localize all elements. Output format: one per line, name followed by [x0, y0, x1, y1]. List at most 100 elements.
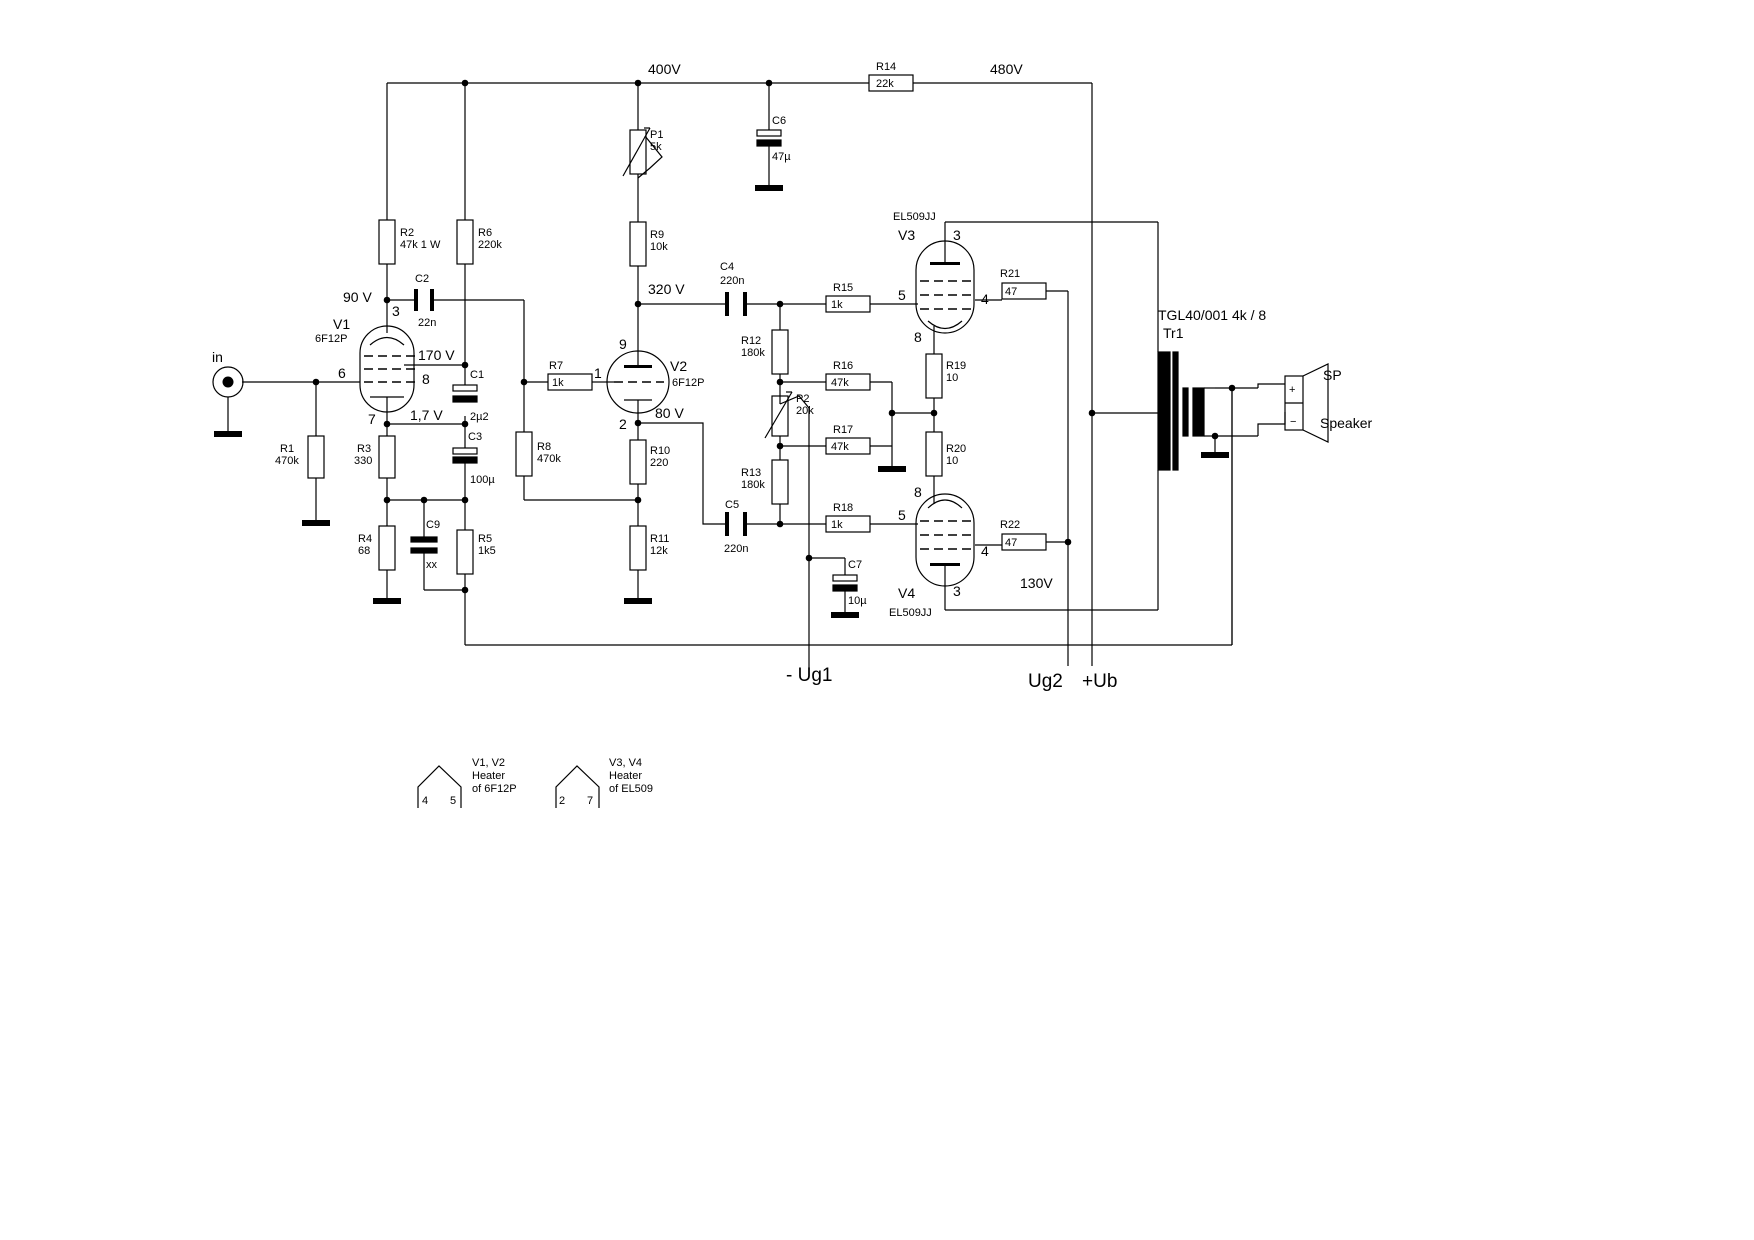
resistor-R8 [515, 431, 533, 477]
junctions [312, 79, 1236, 594]
resistor-value: 180k [741, 479, 765, 491]
resistor-ref: R14 [876, 61, 896, 73]
resistor-R10 [629, 439, 647, 485]
resistor-ref: R17 [833, 424, 853, 436]
capacitor-ref: C1 [470, 369, 484, 381]
resistor-value: 1k5 [478, 545, 496, 557]
voltage-label: 130V [1020, 575, 1053, 591]
heater-pin: 4 [422, 795, 428, 807]
resistor-ref: R4 [358, 533, 372, 545]
voltage-label: 170 V [418, 347, 455, 363]
tube-type: 6F12P [672, 377, 704, 389]
resistor-value: 1k [552, 377, 564, 389]
pot-value: 20k [796, 405, 814, 417]
capacitor-C7 [832, 574, 858, 592]
tube-type: EL509JJ [889, 607, 932, 619]
capacitor-C4 [725, 292, 747, 316]
resistor-ref: R12 [741, 335, 761, 347]
capacitor-C6 [756, 129, 782, 147]
resistor-value: 68 [358, 545, 370, 557]
resistor-ref: R2 [400, 227, 414, 239]
pin-label: 9 [619, 336, 627, 352]
tube-V3 [915, 240, 975, 334]
resistor-value: 180k [741, 347, 765, 359]
ground-symbols [214, 185, 1229, 618]
heater-icon [417, 765, 462, 808]
voltage-label: 480V [990, 61, 1023, 77]
pin-label: 5 [898, 287, 906, 303]
speaker-ref: SP [1323, 367, 1342, 383]
pot-ref: P1 [650, 129, 663, 141]
resistor-R15 [825, 295, 871, 313]
capacitor-ref: C3 [468, 431, 482, 443]
resistor-R1 [307, 435, 325, 479]
resistor-R21 [1001, 282, 1047, 300]
pin-label: 2 [619, 416, 627, 432]
resistor-R16 [825, 373, 871, 391]
heater-text: V1, V2 [472, 757, 505, 769]
tube-type: 6F12P [315, 333, 347, 345]
heater-pin: 5 [450, 795, 456, 807]
potentiometer-P1 [629, 129, 647, 175]
capacitor-value: 10µ [848, 595, 867, 607]
heater-icon [555, 765, 600, 808]
pot-ref: P2 [796, 393, 809, 405]
pot-value: 5k [650, 141, 662, 153]
pin-label: 7 [368, 411, 376, 427]
tube-ref: V3 [898, 227, 915, 243]
tube-ref: V2 [670, 358, 687, 374]
tube-type: EL509JJ [893, 211, 936, 223]
resistor-R3 [378, 435, 396, 479]
pin-label: 3 [953, 227, 961, 243]
resistor-value: 220 [650, 457, 668, 469]
capacitor-ref: C5 [725, 499, 739, 511]
tube-V1 [359, 305, 430, 415]
potentiometer-P2 [771, 395, 789, 437]
resistor-R22 [1001, 533, 1047, 551]
tube-ref: V4 [898, 585, 915, 601]
voltage-label: 320 V [648, 281, 685, 297]
resistor-value: 47 [1005, 537, 1017, 549]
capacitor-ref: C7 [848, 559, 862, 571]
resistor-value: 47k [831, 377, 849, 389]
capacitor-C2 [414, 289, 434, 311]
ground-icon [373, 598, 401, 604]
ground-icon [214, 431, 242, 437]
capacitor-value: 47µ [772, 151, 791, 163]
capacitor-ref: C4 [720, 261, 734, 273]
resistor-value: 1k [831, 519, 843, 531]
voltage-label: 1,7 V [410, 407, 443, 423]
voltage-label: 400V [648, 61, 681, 77]
capacitor-ref: C6 [772, 115, 786, 127]
resistor-R13 [771, 459, 789, 505]
resistor-R9 [629, 221, 647, 267]
transformer-ref: Tr1 [1163, 325, 1184, 341]
resistor-ref: R21 [1000, 268, 1020, 280]
capacitors [410, 129, 858, 592]
resistor-value: 22k [876, 78, 894, 90]
ground-icon [878, 466, 906, 472]
capacitor-ref: C9 [426, 519, 440, 531]
resistor-R4 [378, 525, 396, 571]
resistor-ref: R18 [833, 502, 853, 514]
labels: 400V 480V 90 V 320 V 170 V 1,7 V 80 V 13… [212, 61, 1372, 807]
ground-icon [302, 520, 330, 526]
resistor-ref: R3 [357, 443, 371, 455]
capacitor-ref: C2 [415, 273, 429, 285]
capacitor-value: xx [426, 559, 438, 571]
heater-text: Heater [472, 770, 505, 782]
resistor-value: 470k [537, 453, 561, 465]
resistor-value: 220k [478, 239, 502, 251]
resistor-ref: R16 [833, 360, 853, 372]
resistor-ref: R15 [833, 282, 853, 294]
ground-icon [1201, 452, 1229, 458]
pin-label: 8 [914, 329, 922, 345]
pin-label: 8 [422, 371, 430, 387]
resistor-value: 12k [650, 545, 668, 557]
terminal-label-ub: +Ub [1082, 671, 1117, 692]
resistor-value: 10 [946, 372, 958, 384]
ground-icon [831, 612, 859, 618]
resistors [307, 74, 1047, 575]
terminal-label-ug1: - Ug1 [786, 665, 832, 686]
